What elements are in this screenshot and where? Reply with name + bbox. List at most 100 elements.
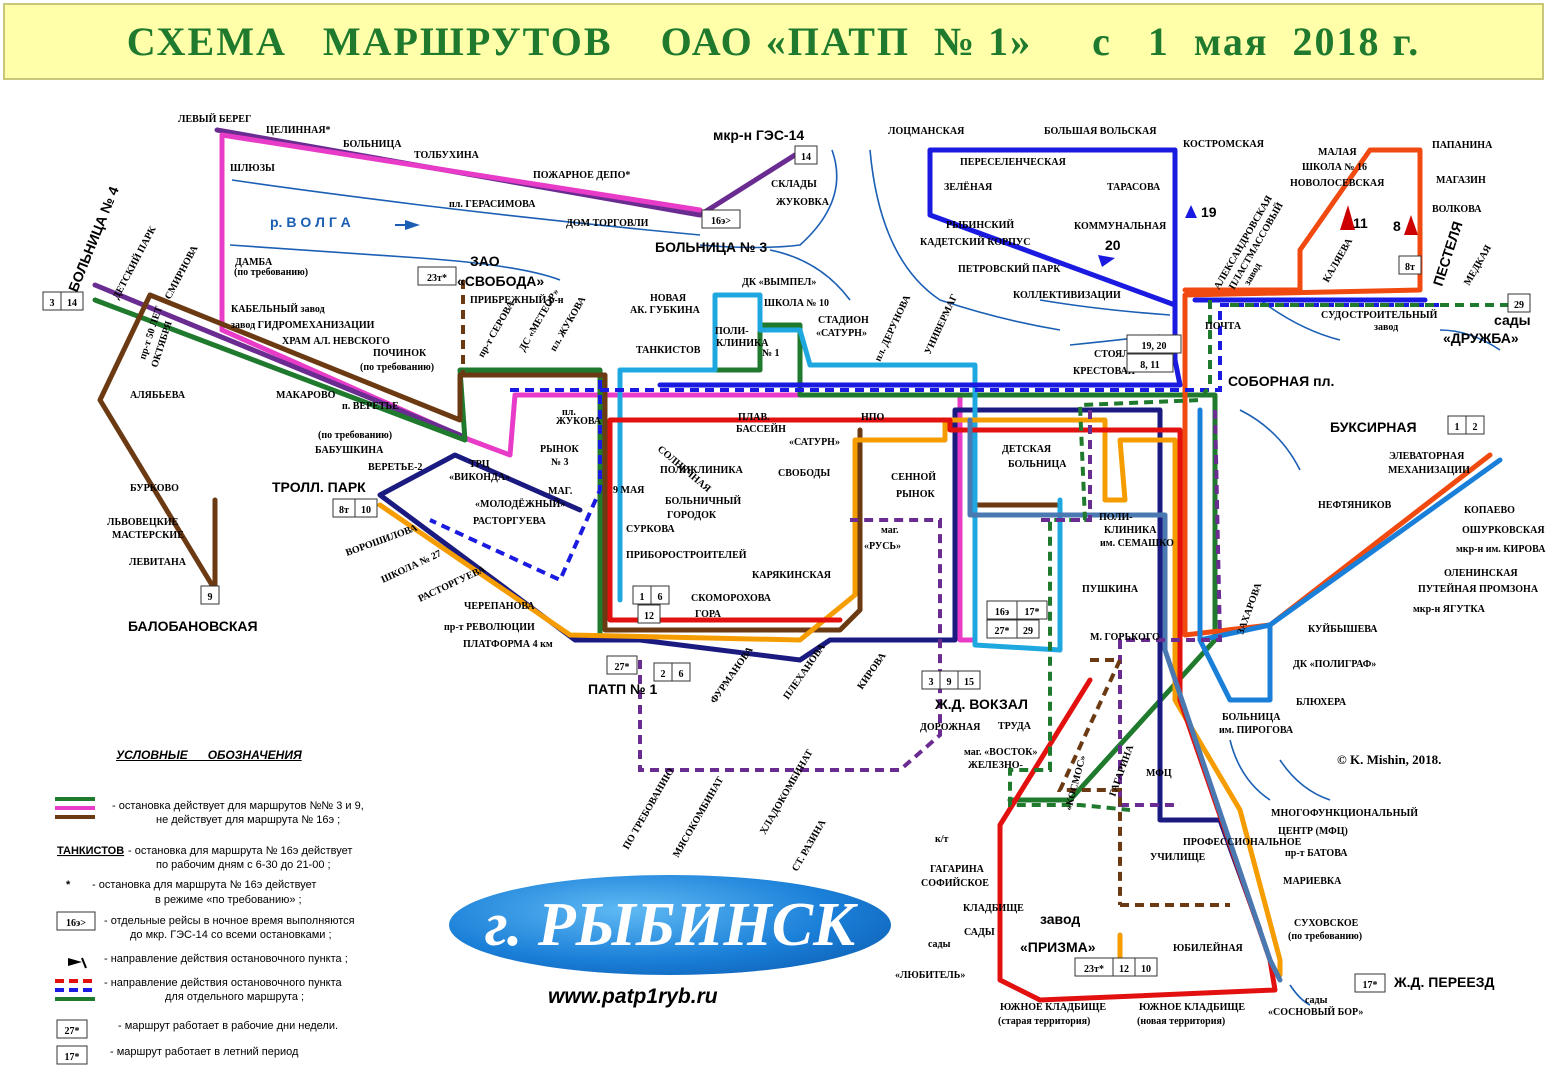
- legend-item-l1a: - остановка действует для маршрутов №№ 3…: [112, 800, 364, 812]
- district-label-prizma: «ПРИЗМА»: [1020, 939, 1096, 955]
- stop-label: МЕХАНИЗАЦИИ: [1388, 465, 1470, 476]
- stop-label: СТОЯЛАЯ: [1094, 349, 1145, 360]
- stop-label: мкр-н ЯГУТКА: [1413, 604, 1486, 615]
- stop-label: СУХОВСКОЕ: [1294, 918, 1359, 929]
- stop-label: СОФИЙСКОЕ: [921, 877, 989, 889]
- stop-label: ЮЖНОЕ КЛАДБИЩЕ: [1139, 1002, 1245, 1013]
- stop-label: МЕДКАЯ: [1462, 243, 1494, 288]
- stop-label: МАКАРОВО: [276, 390, 336, 401]
- stop-label: ЮЖНОЕ КЛАДБИЩЕ: [1000, 1002, 1106, 1013]
- stop-label: ЛЕВЫЙ БЕРЕГ: [178, 113, 251, 125]
- stop-label: пл.: [562, 407, 576, 418]
- stop-label: «САТУРН»: [789, 437, 840, 448]
- stop-label: ТАРАСОВА: [1107, 182, 1161, 193]
- stop-label: ДК «ВЫМПЕЛ»: [742, 277, 816, 288]
- stop-label: ТРЦ: [469, 459, 490, 470]
- route-box-frame: [1398, 255, 1422, 275]
- svg-text:11: 11: [1353, 215, 1368, 231]
- stop-label: УНИВЕРМАГ: [923, 293, 961, 357]
- district-label-zao: ЗАО: [470, 253, 500, 269]
- stop-label: РАСТОРГУЕВА: [417, 564, 488, 605]
- route-number: 6: [679, 669, 684, 680]
- route-number: 15: [964, 677, 974, 688]
- route-box-frame: [60, 291, 84, 311]
- stop-label: сады: [928, 939, 951, 950]
- stop-label: «СОСНОВЫЙ БОР»: [1268, 1006, 1363, 1018]
- stop-label: завод ГИДРОМЕХАНИЗАЦИИ: [231, 320, 375, 331]
- route-number: 10: [1141, 964, 1151, 975]
- route-number: 2: [1473, 422, 1478, 433]
- route-box-frame: [200, 585, 220, 605]
- legend-title: УСЛОВНЫЕ ОБОЗНАЧЕНИЯ: [116, 748, 302, 762]
- stop-label: БОЛЬНИЦА: [343, 139, 402, 150]
- stop-label: СКОМОРОХОВА: [691, 593, 772, 604]
- stop-label: «ВИКОНДА»: [449, 472, 510, 483]
- stop-label: ГОРОДОК: [667, 510, 717, 521]
- stop-label: КЛИНИКА: [716, 338, 769, 349]
- stop-label: КОЛЛЕКТИВИЗАЦИИ: [1013, 290, 1121, 301]
- stop-label: МАГ.: [548, 486, 573, 497]
- route-number: 16э>: [66, 918, 86, 929]
- route-number: 8т: [1405, 262, 1415, 273]
- route-number: 23т*: [1084, 964, 1104, 975]
- route-box-frame: [1465, 415, 1485, 435]
- route-number: 27*: [65, 1026, 80, 1037]
- stop-label: ХЛАДОКОМБИНАТ: [758, 748, 816, 837]
- stop-label: ТАНКИСТОВ: [636, 345, 701, 356]
- stop-label: МАГАЗИН: [1436, 175, 1486, 186]
- stop-label: ДОМ ТОРГОВЛИ: [566, 218, 649, 229]
- stop-label: АЛЯБЬЕВА: [130, 390, 186, 401]
- stop-label: ШКОЛА № 10: [764, 298, 829, 309]
- stop-label: РАСТОРГУЕВА: [473, 516, 547, 527]
- stop-label: НЕФТЯНИКОВ: [1318, 500, 1392, 511]
- legend-item-l2b: по рабочим дням с 6-30 до 21-00 ;: [156, 859, 331, 871]
- stop-label: САДЫ: [964, 927, 995, 938]
- route-number: 1: [640, 592, 645, 603]
- legend-item-l3a: - остановка для маршрута № 16э действует: [92, 879, 316, 891]
- route-number: 17*: [1363, 980, 1378, 991]
- route-number: 27*: [615, 662, 630, 673]
- stop-label: КОСТРОМСКАЯ: [1183, 139, 1265, 150]
- stop-label: ГОРА: [695, 609, 722, 620]
- direction-arrow-8: 8: [1393, 215, 1418, 235]
- stop-label: МАРИЕВКА: [1283, 876, 1342, 887]
- route-number: 29: [1514, 300, 1524, 311]
- legend-item-l1b: не действует для маршрута № 16э ;: [156, 814, 340, 826]
- district-label-buksir: БУКСИРНАЯ: [1330, 419, 1417, 435]
- route-number: 9: [208, 592, 213, 603]
- stop-label: БОЛЬНИЦА: [1222, 712, 1281, 723]
- stop-label: ПОЛИКЛИНИКА: [660, 465, 744, 476]
- stop-label: БОЛЬШАЯ ВОЛЬСКАЯ: [1044, 126, 1157, 137]
- river-label: р. В О Л Г А: [270, 214, 351, 230]
- route-number: 16э: [995, 607, 1009, 618]
- legend-item-l7: - маршрут работает в рабочие дни недели.: [118, 1020, 338, 1032]
- stop-label: КУЙБЫШЕВА: [1308, 623, 1378, 635]
- route-box-frame: [1126, 353, 1174, 373]
- stop-label: СУРКОВА: [626, 524, 675, 535]
- route-box-frame: [1016, 600, 1048, 620]
- stop-label: ЧЕРЕПАНОВА: [464, 601, 535, 612]
- stop-label: (по требованию): [360, 362, 434, 373]
- route-box-frame: [1016, 619, 1040, 639]
- stop-label: сады: [1305, 995, 1328, 1006]
- page-title: СХЕМА МАРШРУТОВ ОАО «ПАТП № 1» с 1 мая 2…: [126, 19, 1421, 64]
- stop-label: ШЛЮЗЫ: [230, 163, 275, 174]
- stop-label: КОММУНАЛЬНАЯ: [1074, 221, 1167, 232]
- stop-label: ВОЛКОВА: [1432, 204, 1482, 215]
- stop-label: (старая территория): [998, 1016, 1090, 1027]
- stop-label: пл. ДЕРУНОВА: [873, 293, 914, 364]
- website-link[interactable]: www.patp1ryb.ru: [548, 985, 718, 1008]
- stop-label: ДАМБА: [235, 257, 273, 268]
- direction-arrow-20: 20: [1098, 237, 1121, 267]
- stop-label: ПО ТРЕБОВАНИЮ: [621, 766, 676, 851]
- stop-label: НОВОЛОСЕВСКАЯ: [1290, 178, 1385, 189]
- route-number: 29: [1023, 626, 1033, 637]
- stop-label: КЛАДБИЩЕ: [963, 903, 1024, 914]
- district-label-gess14: мкр-н ГЭС-14: [713, 127, 804, 143]
- stop-label: ЮБИЛЕЙНАЯ: [1173, 942, 1244, 954]
- stop-label: БОЛЬНИЧНЫЙ: [665, 495, 741, 507]
- stop-label: к/т: [935, 834, 949, 845]
- stop-label: БЛЮХЕРА: [1296, 697, 1347, 708]
- stop-label: пл. ГЕРАСИМОВА: [449, 199, 536, 210]
